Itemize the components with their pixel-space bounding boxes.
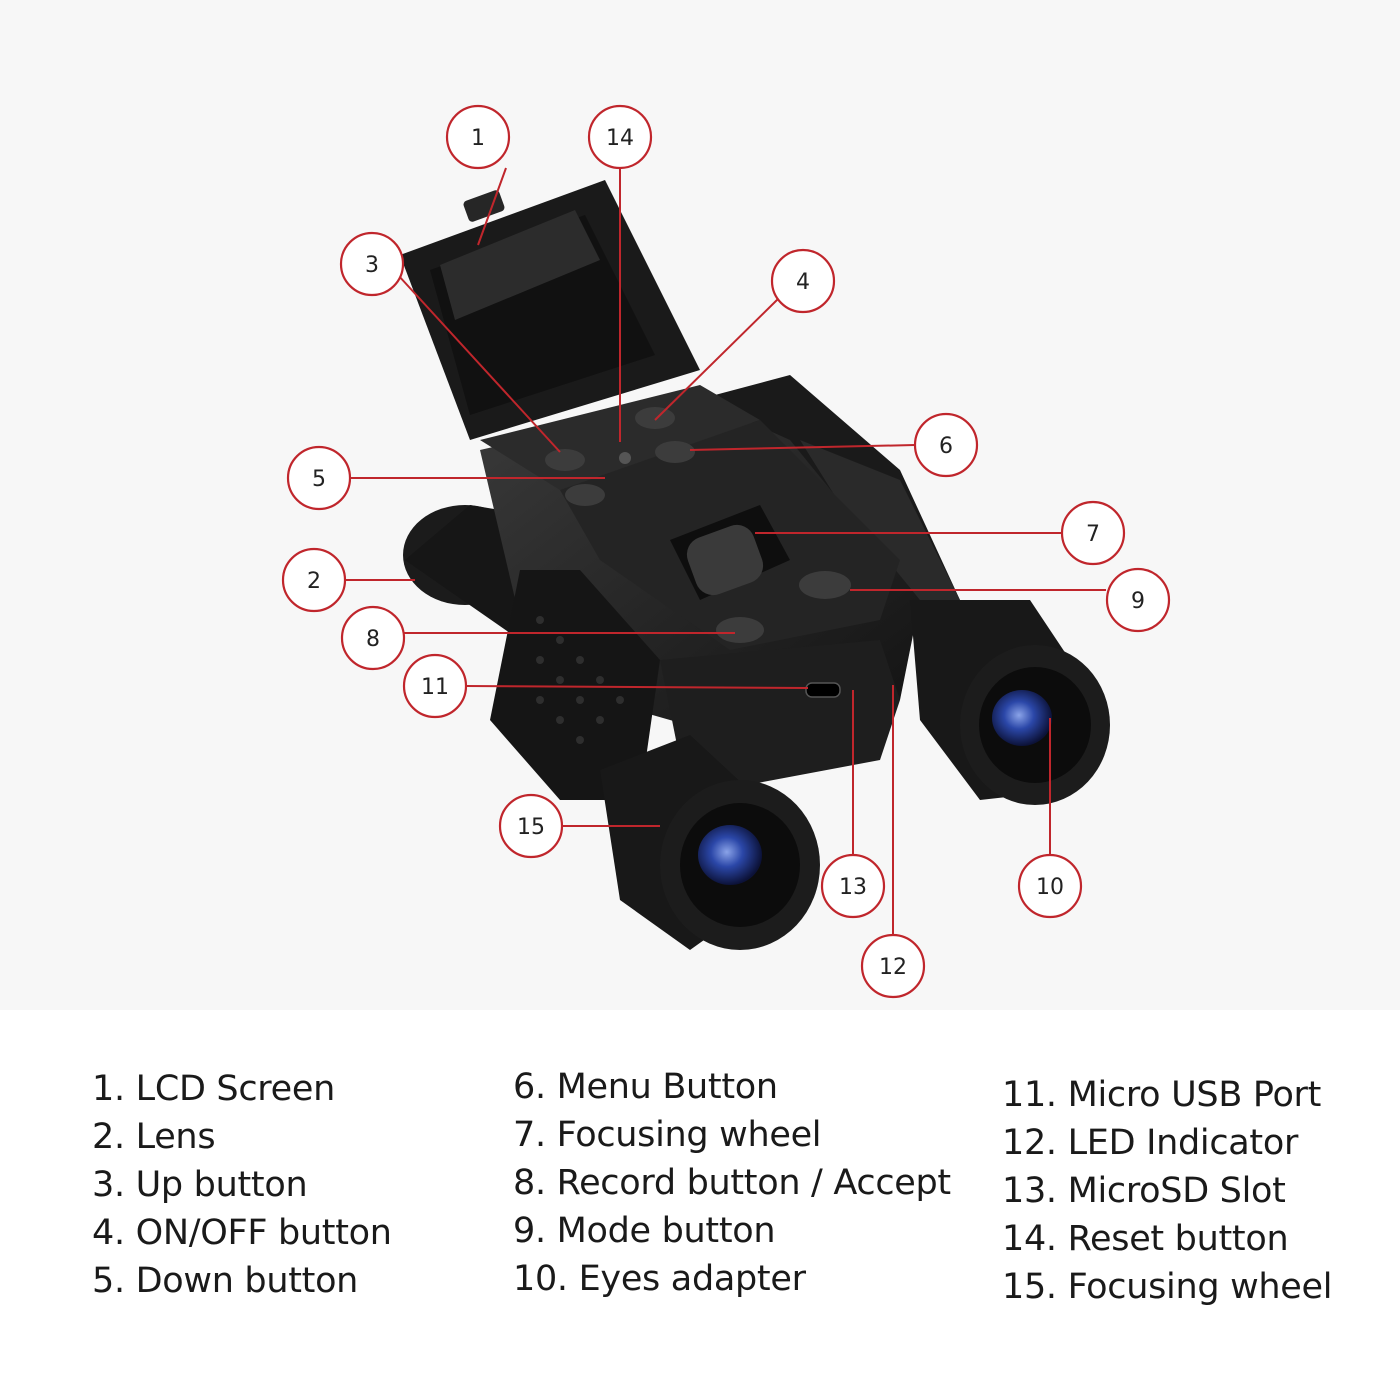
legend-column-3: 11. Micro USB Port 12. LED Indicator 13.… bbox=[1002, 1071, 1333, 1311]
callout-10: 10 bbox=[1017, 853, 1083, 919]
svg-text:9: 9 bbox=[1131, 589, 1145, 614]
callout-8: 8 bbox=[340, 605, 406, 671]
svg-text:6: 6 bbox=[939, 434, 953, 459]
svg-text:3: 3 bbox=[365, 253, 379, 278]
callout-6: 6 bbox=[913, 412, 979, 478]
legend-item: 6. Menu Button bbox=[513, 1067, 778, 1107]
legend-item: 15. Focusing wheel bbox=[1002, 1267, 1333, 1307]
legend-item: 7. Focusing wheel bbox=[513, 1115, 822, 1155]
legend-item: 9. Mode button bbox=[513, 1211, 776, 1251]
svg-text:10: 10 bbox=[1036, 875, 1064, 900]
legend-item: 10. Eyes adapter bbox=[513, 1259, 806, 1299]
callout-14: 14 bbox=[587, 104, 653, 170]
callout-1: 1 bbox=[445, 104, 511, 170]
callout-12: 12 bbox=[860, 933, 926, 999]
legend-item: 4. ON/OFF button bbox=[92, 1213, 392, 1253]
svg-text:2: 2 bbox=[307, 569, 321, 594]
legend-item: 11. Micro USB Port bbox=[1002, 1075, 1322, 1115]
svg-text:4: 4 bbox=[796, 270, 810, 295]
legend-column-2: 6. Menu Button 7. Focusing wheel 8. Reco… bbox=[513, 1063, 951, 1303]
callout-11: 11 bbox=[402, 653, 468, 719]
callout-4: 4 bbox=[770, 248, 836, 314]
legend-item: 13. MicroSD Slot bbox=[1002, 1171, 1286, 1211]
legend-item: 14. Reset button bbox=[1002, 1219, 1289, 1259]
callout-9: 9 bbox=[1105, 567, 1171, 633]
svg-text:8: 8 bbox=[366, 627, 380, 652]
callout-7: 7 bbox=[1060, 500, 1126, 566]
legend-item: 1. LCD Screen bbox=[92, 1069, 335, 1109]
svg-text:7: 7 bbox=[1086, 522, 1100, 547]
svg-text:11: 11 bbox=[421, 675, 449, 700]
svg-text:14: 14 bbox=[606, 126, 634, 151]
binoculars-illustration bbox=[400, 180, 1110, 950]
leader-lines bbox=[345, 167, 1106, 935]
svg-text:12: 12 bbox=[879, 955, 907, 980]
callout-2: 2 bbox=[281, 547, 347, 613]
svg-text:5: 5 bbox=[312, 467, 326, 492]
legend-column-1: 1. LCD Screen 2. Lens 3. Up button 4. ON… bbox=[92, 1065, 392, 1305]
legend-item: 3. Up button bbox=[92, 1165, 308, 1205]
callout-5: 5 bbox=[286, 445, 352, 511]
legend-item: 12. LED Indicator bbox=[1002, 1123, 1299, 1163]
callout-15: 15 bbox=[498, 793, 564, 859]
callout-3: 3 bbox=[339, 231, 405, 297]
diagram-stage: 1 14 3 4 6 5 7 2 9 8 11 15 bbox=[281, 104, 1171, 999]
legend-item: 5. Down button bbox=[92, 1261, 359, 1301]
legend-item: 2. Lens bbox=[92, 1117, 216, 1157]
binocular-camera-diagram: 1 14 3 4 6 5 7 2 9 8 11 15 bbox=[281, 104, 1171, 999]
legend-item: 8. Record button / Accept bbox=[513, 1163, 951, 1203]
svg-text:1: 1 bbox=[471, 126, 485, 151]
svg-text:15: 15 bbox=[517, 815, 545, 840]
svg-text:13: 13 bbox=[839, 875, 867, 900]
callout-13: 13 bbox=[820, 853, 886, 919]
